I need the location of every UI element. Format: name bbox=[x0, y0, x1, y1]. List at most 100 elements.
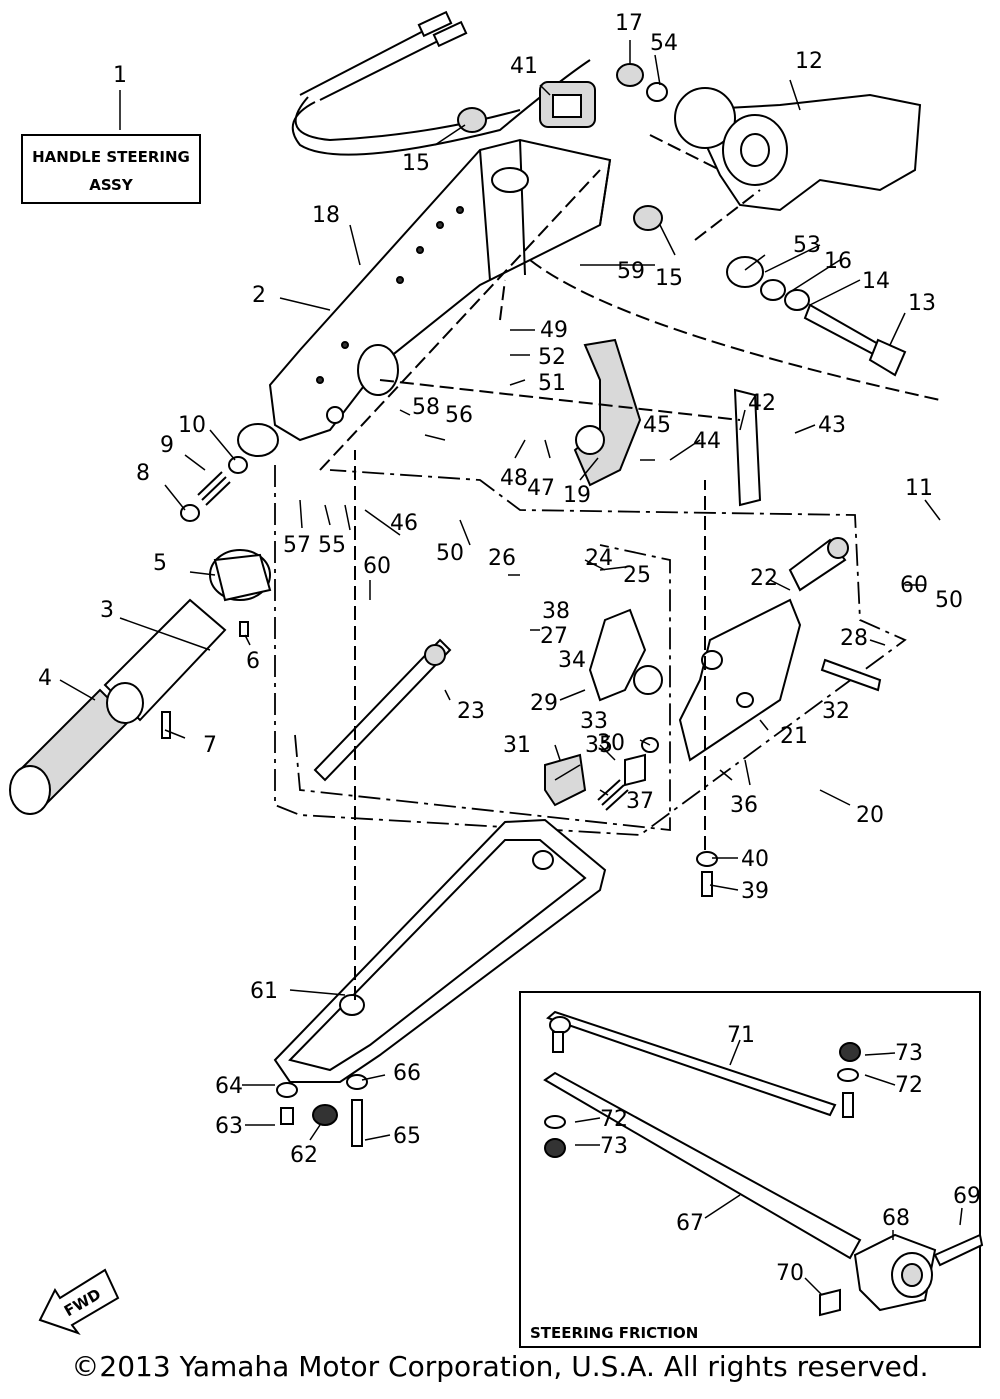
callout-60b: 60 bbox=[363, 554, 391, 579]
throttle-cable-23 bbox=[313, 638, 452, 782]
bracket-21 bbox=[678, 598, 802, 762]
callout-22: 22 bbox=[750, 566, 778, 591]
callout-7: 7 bbox=[203, 733, 217, 758]
callout-72a: 72 bbox=[895, 1073, 923, 1098]
callout-17: 17 bbox=[615, 11, 643, 36]
friction-lever-19 bbox=[573, 338, 762, 507]
callout-4: 4 bbox=[38, 666, 52, 691]
callout-51: 51 bbox=[538, 371, 566, 396]
callout-46: 46 bbox=[390, 511, 418, 536]
callout-14: 14 bbox=[862, 269, 890, 294]
callout-labels: 1 2 3 4 5 6 7 8 9 10 11 12 13 14 15 15 1… bbox=[38, 11, 981, 1286]
callout-43: 43 bbox=[818, 413, 846, 438]
callout-26: 26 bbox=[488, 546, 516, 571]
callout-52: 52 bbox=[538, 345, 566, 370]
callout-21: 21 bbox=[780, 724, 808, 749]
callout-73b: 73 bbox=[600, 1134, 628, 1159]
linkage-parts bbox=[544, 608, 663, 811]
pivot-bolt-13 bbox=[726, 256, 907, 377]
callout-1: 1 bbox=[113, 63, 127, 88]
callout-36: 36 bbox=[730, 793, 758, 818]
callout-45: 45 bbox=[643, 413, 671, 438]
callout-47: 47 bbox=[527, 476, 555, 501]
grommet-41 bbox=[539, 81, 596, 128]
callout-2: 2 bbox=[252, 283, 266, 308]
callout-48: 48 bbox=[500, 466, 528, 491]
callout-64: 64 bbox=[215, 1074, 243, 1099]
throttle-grip-assembly bbox=[9, 549, 272, 815]
callout-68: 68 bbox=[882, 1206, 910, 1231]
callout-18: 18 bbox=[312, 203, 340, 228]
callout-3: 3 bbox=[100, 598, 114, 623]
callout-24: 24 bbox=[585, 546, 613, 571]
callout-57: 57 bbox=[283, 533, 311, 558]
callout-30: 30 bbox=[597, 731, 625, 756]
callout-23: 23 bbox=[457, 699, 485, 724]
callout-67: 67 bbox=[676, 1211, 704, 1236]
callout-42: 42 bbox=[748, 391, 776, 416]
callout-16: 16 bbox=[824, 249, 852, 274]
cover-fasteners bbox=[276, 851, 718, 1147]
callout-56: 56 bbox=[445, 403, 473, 428]
inset-title: STEERING FRICTION bbox=[530, 1324, 698, 1342]
lever-22 bbox=[788, 537, 882, 692]
callout-10: 10 bbox=[178, 413, 206, 438]
callout-29: 29 bbox=[530, 691, 558, 716]
callout-54: 54 bbox=[650, 31, 678, 56]
callout-15a: 15 bbox=[402, 151, 430, 176]
callout-71: 71 bbox=[727, 1023, 755, 1048]
callout-58: 58 bbox=[412, 395, 440, 420]
throttle-link-assembly-20 bbox=[274, 465, 907, 836]
callout-50b: 50 bbox=[436, 541, 464, 566]
callout-35: 35 bbox=[585, 733, 613, 758]
leader-lines bbox=[59, 40, 941, 1141]
callout-63: 63 bbox=[215, 1114, 243, 1139]
callout-8: 8 bbox=[136, 461, 150, 486]
callout-53: 53 bbox=[793, 233, 821, 258]
callout-69: 69 bbox=[953, 1184, 981, 1209]
callout-12: 12 bbox=[795, 49, 823, 74]
callout-65: 65 bbox=[393, 1124, 421, 1149]
header-box: HANDLE STEERING ASSY bbox=[21, 134, 201, 204]
callout-38: 38 bbox=[542, 599, 570, 624]
callout-13: 13 bbox=[908, 291, 936, 316]
callout-60a: 60 bbox=[900, 573, 928, 598]
callout-49: 49 bbox=[540, 318, 568, 343]
callout-66: 66 bbox=[393, 1061, 421, 1086]
callout-44: 44 bbox=[693, 429, 721, 454]
callout-59: 59 bbox=[617, 259, 645, 284]
callout-40: 40 bbox=[741, 847, 769, 872]
callout-9: 9 bbox=[160, 433, 174, 458]
callout-27: 27 bbox=[540, 624, 568, 649]
callout-20: 20 bbox=[856, 803, 884, 828]
callout-55: 55 bbox=[318, 533, 346, 558]
small-fasteners bbox=[161, 423, 279, 739]
callout-19: 19 bbox=[563, 483, 591, 508]
copyright-notice: ©2013 Yamaha Motor Corporation, U.S.A. A… bbox=[71, 1350, 929, 1383]
callout-61: 61 bbox=[250, 979, 278, 1004]
callout-11: 11 bbox=[905, 476, 933, 501]
callout-72b: 72 bbox=[600, 1107, 628, 1132]
callout-50a: 50 bbox=[935, 588, 963, 613]
callout-32: 32 bbox=[822, 699, 850, 724]
callout-6: 6 bbox=[246, 649, 260, 674]
callout-37: 37 bbox=[626, 789, 654, 814]
callout-34: 34 bbox=[558, 648, 586, 673]
bottom-cover-61 bbox=[273, 818, 607, 1083]
handle-bracket-2 bbox=[268, 138, 612, 442]
callout-41: 41 bbox=[510, 54, 538, 79]
fwd-arrow: FWD bbox=[38, 1268, 120, 1335]
callout-70: 70 bbox=[776, 1261, 804, 1286]
steering-friction-inset: STEERING FRICTION bbox=[519, 991, 984, 1348]
callout-33: 33 bbox=[580, 709, 608, 734]
callout-25: 25 bbox=[623, 563, 651, 588]
callout-73a: 73 bbox=[895, 1041, 923, 1066]
callout-15b: 15 bbox=[655, 266, 683, 291]
header-line1: HANDLE STEERING bbox=[32, 148, 190, 166]
callout-39: 39 bbox=[741, 879, 769, 904]
callout-5: 5 bbox=[153, 551, 167, 576]
callout-62: 62 bbox=[290, 1143, 318, 1168]
callout-31: 31 bbox=[503, 733, 531, 758]
bushing-15 bbox=[457, 107, 663, 231]
